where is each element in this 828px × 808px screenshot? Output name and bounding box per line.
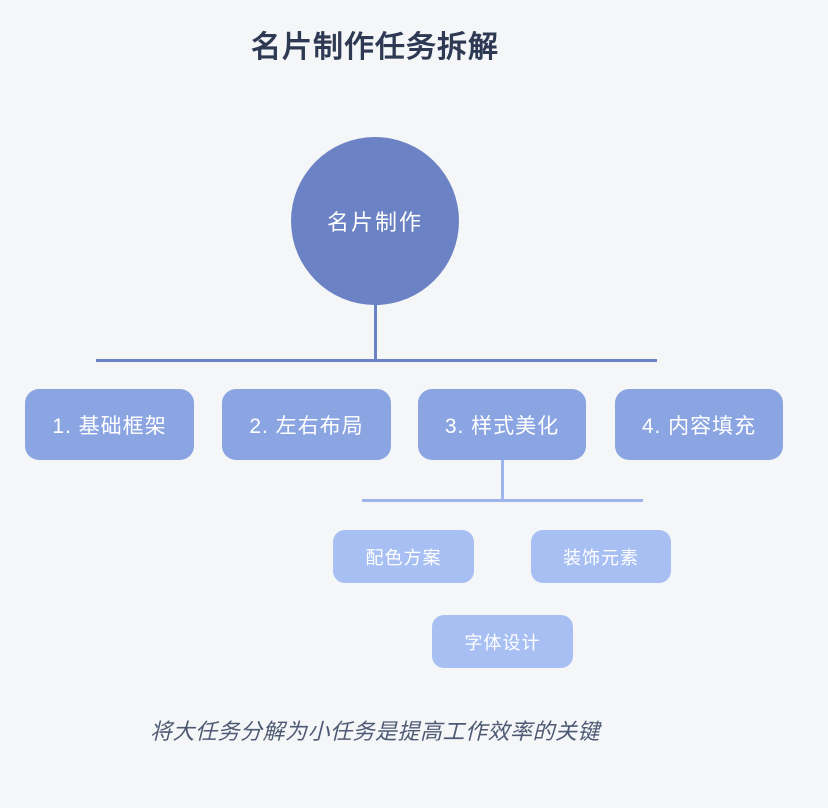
connector-level2-vertical bbox=[501, 460, 504, 500]
connector-level2-bar bbox=[362, 499, 643, 502]
level1-node-style-beautify: 3. 样式美化 bbox=[418, 389, 586, 460]
footer-note: 将大任务分解为小任务是提高工作效率的关键 bbox=[149, 719, 600, 744]
level2-node-label: 字体设计 bbox=[464, 632, 541, 653]
page-title: 名片制作任务拆解 bbox=[251, 31, 499, 64]
level2-node-label: 装饰元素 bbox=[563, 547, 639, 568]
connector-root-vertical bbox=[374, 303, 377, 361]
level1-node-label: 4. 内容填充 bbox=[641, 414, 757, 438]
root-node: 名片制作 bbox=[291, 137, 459, 305]
level1-node-left-right-layout: 2. 左右布局 bbox=[222, 389, 391, 460]
level2-node-color-scheme: 配色方案 bbox=[333, 530, 474, 583]
root-node-label: 名片制作 bbox=[326, 210, 423, 235]
level1-node-label: 2. 左右布局 bbox=[249, 414, 364, 438]
level1-node-label: 1. 基础框架 bbox=[52, 414, 167, 438]
connector-level1-bar bbox=[96, 359, 657, 362]
level2-node-decor-elements: 装饰元素 bbox=[531, 530, 671, 583]
level1-node-content-fill: 4. 内容填充 bbox=[615, 389, 783, 460]
level2-node-font-design: 字体设计 bbox=[432, 615, 573, 668]
level1-node-basic-frame: 1. 基础框架 bbox=[25, 389, 194, 460]
level2-node-label: 配色方案 bbox=[365, 547, 442, 568]
level1-node-label: 3. 样式美化 bbox=[444, 414, 560, 438]
